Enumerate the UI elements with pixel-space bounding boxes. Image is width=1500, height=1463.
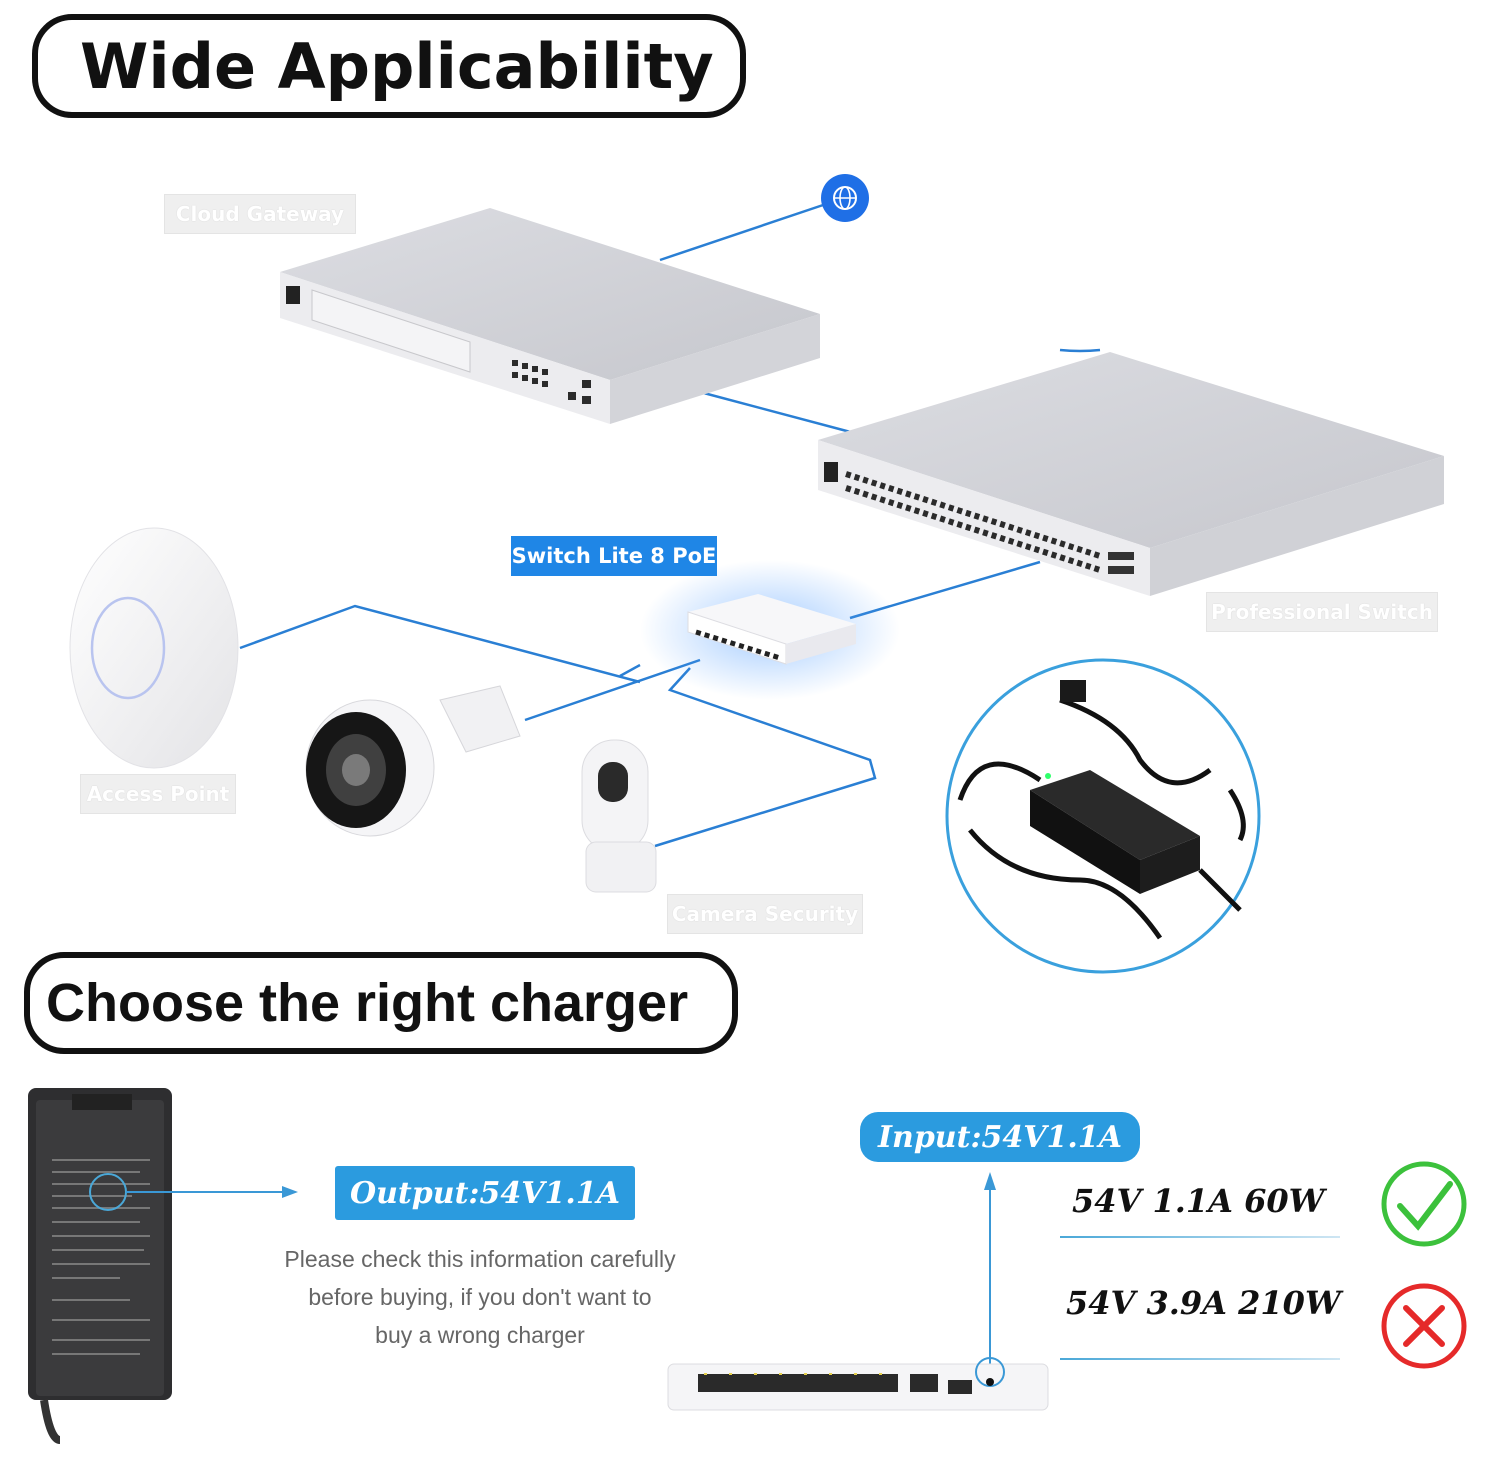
note-line: before buying, if you don't want to <box>308 1284 652 1310</box>
flex-camera-device <box>581 739 657 893</box>
network-cables <box>239 198 1101 848</box>
switch-lite-front <box>667 1357 1049 1411</box>
check-icon <box>1381 1161 1467 1247</box>
access-point-device <box>69 527 239 769</box>
divider <box>1060 1236 1340 1238</box>
heading-choose-charger: Choose the right charger <box>24 952 738 1054</box>
heading-text: Wide Applicability <box>80 29 714 103</box>
heading-text: Choose the right charger <box>46 973 689 1033</box>
switch-lite-device <box>640 560 900 700</box>
professional-switch-device <box>818 352 1444 596</box>
label-cloud-gateway: Cloud Gateway <box>164 194 356 234</box>
input-arrow <box>984 1172 996 1370</box>
output-arrow <box>126 1186 298 1198</box>
label-professional-switch: Professional Switch <box>1206 592 1438 632</box>
output-spec-badge: Output:54V1.1A <box>335 1166 635 1220</box>
label-switch-lite: Switch Lite 8 PoE <box>511 536 717 576</box>
adapter-label-photo <box>28 1088 172 1444</box>
note-line: Please check this information carefully <box>284 1246 676 1272</box>
divider <box>1060 1358 1340 1360</box>
spec-wrong: 54V 3.9A 210W <box>1066 1284 1341 1322</box>
internet-globe-icon <box>821 174 869 222</box>
input-spec-badge: Input:54V1.1A <box>860 1112 1140 1162</box>
label-camera-security: Camera Security <box>667 894 863 934</box>
cloud-gateway-device <box>280 208 820 424</box>
label-access-point: Access Point <box>80 774 236 814</box>
note-line: buy a wrong charger <box>375 1322 585 1348</box>
adapter-inset <box>945 658 1261 974</box>
cross-icon <box>1381 1283 1467 1369</box>
heading-wide-applicability: Wide Applicability <box>32 14 746 118</box>
bullet-camera-device <box>305 685 521 837</box>
spec-correct: 54V 1.1A 60W <box>1072 1182 1325 1220</box>
